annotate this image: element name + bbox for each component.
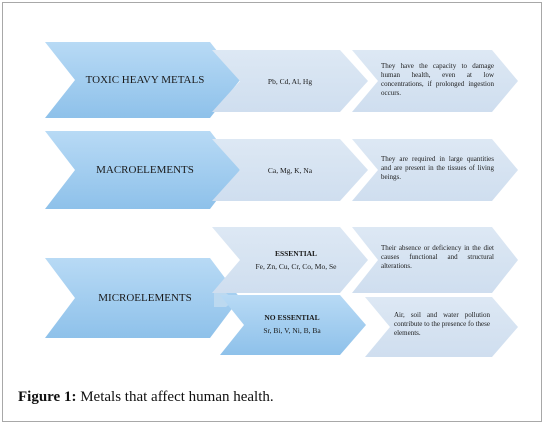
macro-description-label: They are required in large quantities an… bbox=[381, 155, 494, 182]
macro-metals-label: Ca, Mg, K, Na bbox=[267, 165, 313, 175]
toxic-category-chevron bbox=[45, 42, 240, 118]
micro-category-chevron bbox=[45, 258, 240, 338]
toxic-metals-label: Pb, Cd, Al, Hg bbox=[267, 76, 313, 86]
non-essential-heading: NO ESSENTIAL bbox=[264, 313, 320, 322]
essential-metals-box: ESSENTIAL Fe, Zn, Cu, Cr, Co, Mo, Se bbox=[240, 245, 352, 275]
essential-description-chevron bbox=[352, 227, 518, 293]
non-essential-metals-label: Sr, Bi, V, Ni, B, Ba bbox=[263, 326, 321, 335]
toxic-description-label: They have the capacity to damage human h… bbox=[381, 62, 494, 98]
macro-category-chevron bbox=[45, 131, 240, 209]
non-essential-metals-chevron bbox=[220, 295, 366, 355]
toxic-category-label: TOXIC HEAVY METALS bbox=[85, 74, 205, 86]
non-essential-metals-box: NO ESSENTIAL Sr, Bi, V, Ni, B, Ba bbox=[244, 309, 340, 339]
essential-heading: ESSENTIAL bbox=[274, 249, 318, 258]
non-essential-description-label: Air, soil and water pollution contribute… bbox=[394, 311, 490, 338]
toxic-metals-chevron bbox=[212, 50, 368, 112]
macro-metals-chevron bbox=[212, 139, 368, 201]
toxic-description-chevron bbox=[352, 50, 518, 112]
macro-category-label: MACROELEMENTS bbox=[96, 164, 194, 176]
micro-category-label: MICROELEMENTS bbox=[98, 292, 192, 304]
caption-label: Figure 1: bbox=[18, 389, 77, 405]
essential-description-label: Their absence or deficiency in the diet … bbox=[381, 244, 494, 271]
non-essential-description-chevron bbox=[365, 297, 518, 357]
figure-caption: Figure 1: Metals that affect human healt… bbox=[18, 389, 274, 406]
caption-text: Metals that affect human health. bbox=[76, 389, 274, 405]
essential-metals-label: Fe, Zn, Cu, Cr, Co, Mo, Se bbox=[255, 262, 337, 271]
essential-metals-chevron bbox=[212, 227, 368, 293]
macro-description-chevron bbox=[352, 139, 518, 201]
